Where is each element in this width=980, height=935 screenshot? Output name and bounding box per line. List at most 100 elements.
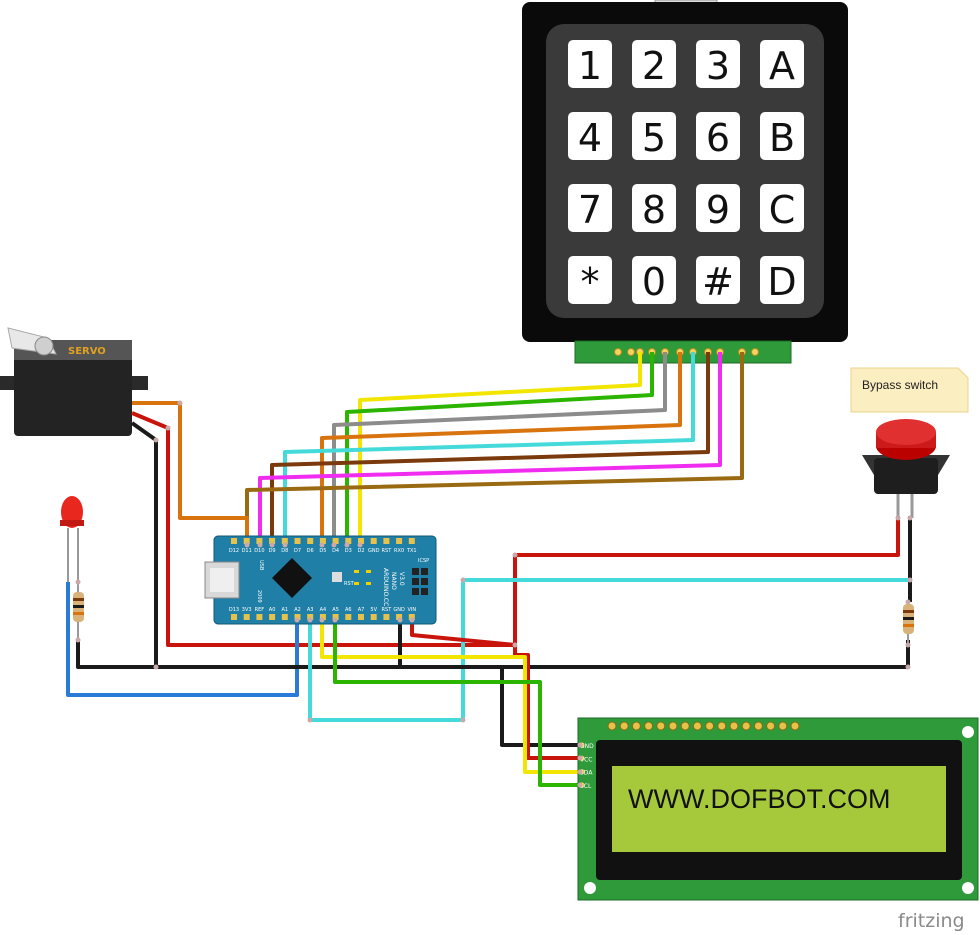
wire-button-red <box>513 516 900 645</box>
icsp-pin <box>412 578 419 585</box>
wire-endpoint <box>244 542 250 548</box>
keypad-key: 7 <box>568 184 612 232</box>
nano-bottom-pin-label: VIN <box>407 607 416 613</box>
nano-bottom-pin-label: A6 <box>345 607 352 613</box>
servo-label: SERVO <box>68 346 106 357</box>
nano-bottom-pin-label: A5 <box>332 607 339 613</box>
nano-top-pin-label: GND <box>368 548 380 554</box>
nano-top-pin-label: D4 <box>332 548 339 554</box>
nano-top-pin <box>307 538 314 544</box>
nano-bottom-pin-label: A0 <box>269 607 276 613</box>
keypad-key-label: 6 <box>706 116 730 160</box>
wire-servo-gnd <box>130 421 158 667</box>
nano-top-pin <box>383 538 390 544</box>
keypad-pin <box>614 348 622 356</box>
wire-endpoint <box>895 515 901 521</box>
lcd-header-pin <box>644 721 654 731</box>
nano-top-pin-label: RST <box>382 548 393 554</box>
nano-bottom-pin-label: GND <box>393 607 405 613</box>
lcd-header-pin <box>717 721 727 731</box>
usb-label: USB <box>258 560 264 571</box>
keypad-key: 1 <box>568 40 612 88</box>
keypad-key-label: C <box>769 188 796 232</box>
reset-button <box>332 572 342 582</box>
lcd-header-pin <box>631 721 641 731</box>
keypad-key-label: D <box>767 260 796 304</box>
wire-endpoint <box>319 542 325 548</box>
wire-endpoint <box>153 437 159 443</box>
lcd-header-pin <box>607 721 617 731</box>
keypad-key: 0 <box>632 256 676 304</box>
nano-top-pin <box>370 538 377 544</box>
wire-endpoint <box>907 515 913 521</box>
keypad-key: 3 <box>696 40 740 88</box>
nano-top-pin <box>345 538 352 544</box>
nano-bottom-pin <box>332 614 339 620</box>
nano-top-pin-label: D3 <box>345 548 352 554</box>
nano-bottom-pin <box>243 614 250 620</box>
keypad-key: D <box>760 256 804 304</box>
red-led <box>60 496 84 582</box>
wire-endpoint <box>153 664 159 670</box>
keypad-key: 2 <box>632 40 676 88</box>
wire-endpoint <box>409 617 415 623</box>
nano-bottom-pin <box>307 614 314 620</box>
wire-endpoint <box>307 717 313 723</box>
nano-bottom-pin <box>345 614 352 620</box>
keypad-key: B <box>760 112 804 160</box>
nano-bottom-pin <box>358 614 364 620</box>
lcd-header-pin <box>680 721 690 731</box>
keypad-key: 8 <box>632 184 676 232</box>
wire-endpoint <box>905 599 911 605</box>
icsp-pin <box>412 568 419 575</box>
wire-endpoint <box>331 542 337 548</box>
lcd-header-pin <box>790 721 800 731</box>
wire-endpoint <box>257 542 263 548</box>
lcd-header-pin <box>741 721 751 731</box>
mcu-chip <box>272 558 312 598</box>
keypad-key: A <box>760 40 804 88</box>
servo-motor: SERVO <box>0 327 148 436</box>
wire-brown <box>270 352 710 545</box>
nano-bottom-pin <box>256 614 263 620</box>
status-led <box>354 582 359 585</box>
nano-top-pin-label: TX1 <box>406 548 417 554</box>
nano-bottom-pin <box>319 614 326 620</box>
lcd-screen <box>612 766 946 852</box>
lcd-i2c-pin-label: SDA <box>580 770 593 777</box>
keypad-key: 4 <box>568 112 612 160</box>
wire-endpoint <box>307 617 313 623</box>
push-button <box>862 419 950 518</box>
fritzing-logo: fritzing <box>898 910 965 932</box>
keypad-key: # <box>696 256 740 304</box>
nano-bottom-pin <box>281 614 288 620</box>
wire-led-blue <box>66 582 299 697</box>
keypad-key-label: B <box>769 116 795 160</box>
nano-bottom-pin <box>383 614 390 620</box>
nano-top-pin <box>358 538 364 544</box>
wire-endpoint <box>332 617 338 623</box>
nano-top-pin <box>319 538 326 544</box>
wire-servo-power <box>131 411 515 647</box>
nano-bottom-pin-label: A4 <box>320 607 327 613</box>
wire-endpoint <box>269 542 275 548</box>
nano-bottom-pin-label: A7 <box>358 607 365 613</box>
nano-bottom-pin <box>396 614 403 620</box>
led-resistor <box>73 582 84 640</box>
lcd-i2c-pin-label: GND <box>580 743 594 750</box>
bypass-note-text: Bypass switch <box>862 378 938 392</box>
nano-top-pin <box>256 538 263 544</box>
keypad-key-label: # <box>702 260 734 304</box>
keypad-key-label: 9 <box>706 188 730 232</box>
nano-bottom-pin-label: 5V <box>370 607 377 613</box>
nano-top-pin-label: D9 <box>269 548 276 554</box>
nano-top-pin <box>231 538 237 544</box>
button-resistor <box>903 600 914 645</box>
wire-endpoint <box>294 617 300 623</box>
lcd-i2c-pin-label: SCL <box>580 783 592 790</box>
board-text-nano: NANO <box>390 572 397 590</box>
nano-bottom-pin <box>269 614 276 620</box>
